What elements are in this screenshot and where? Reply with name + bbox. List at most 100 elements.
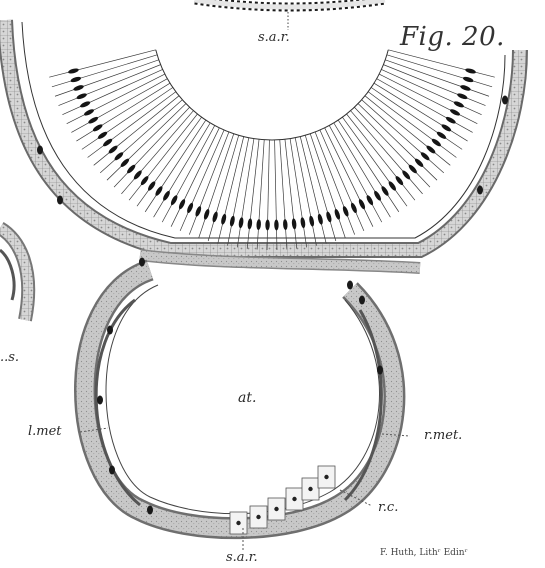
cell-nucleus bbox=[449, 108, 461, 117]
columnar-epithelium bbox=[49, 50, 495, 250]
epithelial-cell bbox=[310, 134, 345, 238]
cell-nucleus bbox=[229, 215, 235, 227]
epithelial-cell bbox=[325, 128, 373, 227]
epithelial-cell bbox=[247, 139, 259, 248]
cell-nucleus bbox=[453, 100, 465, 109]
cell-nucleus bbox=[133, 169, 144, 180]
cell-nucleus bbox=[73, 84, 85, 92]
epithelial-cell bbox=[52, 55, 157, 87]
cell-nucleus bbox=[194, 205, 202, 217]
epithelial-cell bbox=[121, 111, 193, 194]
cell-nucleus bbox=[283, 219, 288, 230]
cell-nucleus bbox=[445, 116, 457, 125]
cell-nucleus bbox=[211, 211, 218, 223]
label-sar-bottom: s.a.r. bbox=[226, 550, 258, 565]
rc-nucleus bbox=[274, 507, 278, 511]
cell-nucleus bbox=[350, 202, 358, 214]
label-sar-top: s.a.r. bbox=[258, 30, 290, 45]
epithelial-cell bbox=[387, 55, 492, 87]
label-at: at. bbox=[238, 390, 256, 406]
cell-nucleus bbox=[83, 108, 95, 117]
cell-nucleus bbox=[68, 67, 80, 74]
wall-nucleus bbox=[97, 396, 103, 405]
cell-nucleus bbox=[456, 92, 468, 100]
cell-nucleus bbox=[317, 213, 324, 225]
cell-nucleus bbox=[465, 67, 477, 74]
epithelial-cell bbox=[365, 96, 450, 166]
cell-nucleus bbox=[365, 194, 374, 206]
cell-nucleus bbox=[300, 217, 306, 229]
cell-nucleus bbox=[425, 144, 436, 154]
cell-nucleus bbox=[436, 130, 448, 140]
cell-nucleus bbox=[162, 190, 171, 202]
cell-nucleus bbox=[126, 163, 137, 174]
figure-title: Fig. 20. bbox=[400, 22, 505, 52]
cell-nucleus bbox=[394, 175, 404, 186]
epithelial-cell bbox=[114, 107, 190, 187]
cell-nucleus bbox=[186, 202, 194, 214]
cell-nucleus bbox=[247, 218, 253, 229]
cell-nucleus bbox=[97, 130, 109, 140]
epithelial-cell bbox=[347, 114, 415, 200]
cell-nucleus bbox=[407, 163, 418, 174]
cell-nucleus bbox=[274, 219, 279, 230]
cell-nucleus bbox=[373, 190, 382, 202]
rc-nucleus bbox=[236, 521, 240, 525]
cell-nucleus bbox=[170, 194, 179, 206]
wall-nucleus bbox=[107, 326, 113, 335]
epithelial-cell bbox=[267, 140, 269, 250]
wall-nucleus bbox=[147, 506, 153, 515]
wall-nucleus bbox=[359, 296, 365, 305]
wall-nucleus bbox=[37, 146, 43, 155]
cell-nucleus bbox=[440, 123, 452, 133]
wall-nucleus bbox=[347, 281, 353, 290]
epithelium-inner-edge bbox=[156, 50, 388, 140]
wall-nucleus bbox=[109, 466, 115, 475]
cell-nucleus bbox=[291, 218, 297, 229]
wall-nucleus bbox=[502, 96, 508, 105]
cell-nucleus bbox=[238, 217, 244, 229]
epithelial-cell bbox=[94, 96, 179, 166]
cell-nucleus bbox=[342, 205, 350, 217]
epithelial-cell bbox=[257, 140, 264, 250]
cell-nucleus bbox=[92, 123, 104, 133]
cell-nucleus bbox=[154, 185, 164, 197]
cell-nucleus bbox=[380, 185, 390, 197]
cell-nucleus bbox=[358, 198, 367, 210]
cell-nucleus bbox=[147, 180, 157, 191]
wall-nucleus bbox=[57, 196, 63, 205]
cell-nucleus bbox=[308, 215, 314, 227]
cell-nucleus bbox=[87, 116, 99, 125]
cell-nucleus bbox=[387, 180, 397, 191]
rc-nucleus bbox=[324, 475, 328, 479]
cell-nucleus bbox=[265, 219, 270, 230]
cell-nucleus bbox=[414, 157, 425, 168]
epithelial-cell bbox=[208, 135, 239, 241]
epithelial-cell bbox=[129, 114, 197, 200]
lithographer-credit: F. Huth, Lithʳ Edinʳ bbox=[380, 548, 468, 558]
cell-nucleus bbox=[76, 92, 88, 100]
cell-nucleus bbox=[113, 151, 124, 162]
cell-nucleus bbox=[119, 157, 130, 168]
rc-nucleus bbox=[256, 515, 260, 519]
cell-nucleus bbox=[325, 211, 332, 223]
cell-nucleus bbox=[107, 144, 118, 154]
cell-nucleus bbox=[401, 169, 412, 180]
epithelial-cell bbox=[351, 111, 423, 194]
epithelial-cell bbox=[362, 100, 444, 173]
epithelial-cell bbox=[199, 134, 234, 238]
label-rc: r.c. bbox=[378, 500, 398, 515]
epithelial-cell bbox=[171, 128, 219, 227]
epithelial-cell bbox=[275, 140, 277, 250]
epithelial-cell bbox=[354, 107, 430, 187]
cell-nucleus bbox=[203, 208, 211, 220]
cell-nucleus bbox=[420, 151, 431, 162]
epithelial-cell bbox=[305, 135, 336, 241]
wall-nucleus bbox=[139, 258, 145, 267]
label-l-met: l.met bbox=[28, 424, 62, 439]
rc-nucleus bbox=[308, 487, 312, 491]
rc-nucleus bbox=[292, 497, 296, 501]
top-arc bbox=[195, 0, 385, 30]
epithelial-cell bbox=[100, 100, 182, 173]
